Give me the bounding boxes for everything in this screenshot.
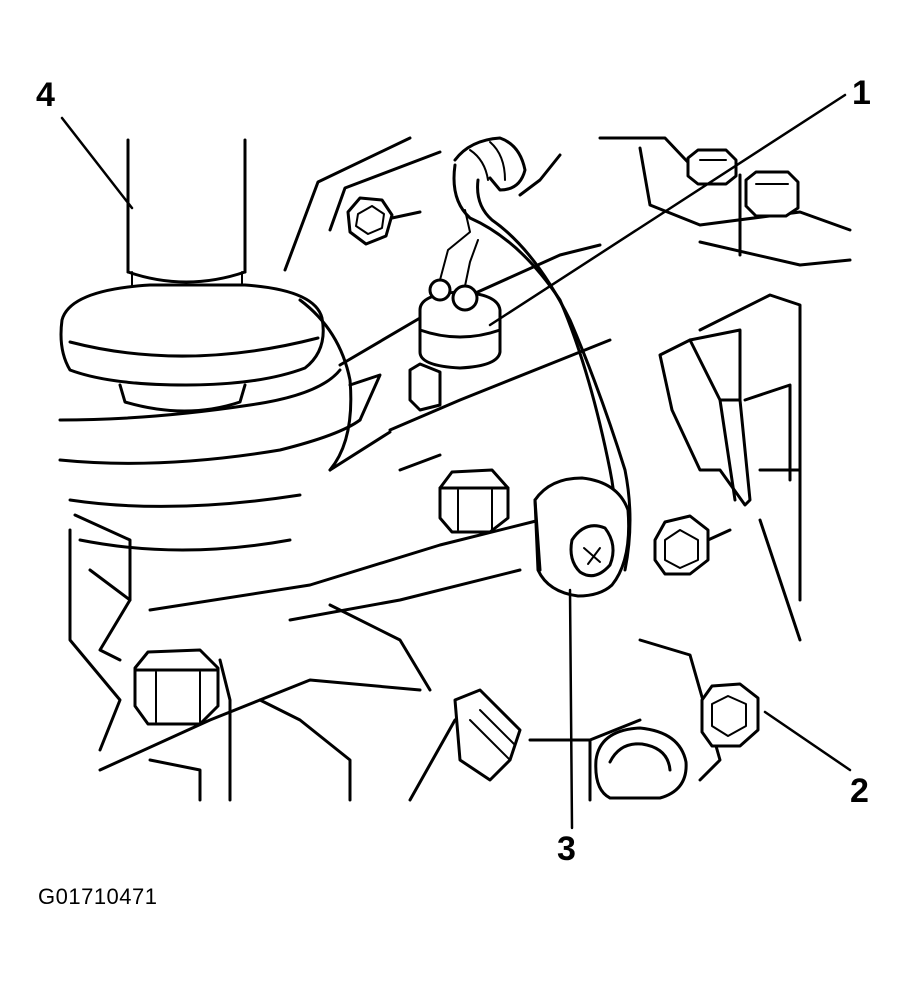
leader-3 [568,588,574,830]
bolt-upper-left [346,196,422,246]
callout-1: 1 [852,74,871,112]
bracket [658,328,792,507]
bolt-lower-left [133,648,220,726]
bolt-part-2 [700,682,760,748]
bolt-center [438,468,510,534]
callout-4: 4 [36,76,55,114]
leader-4 [60,116,134,210]
drain-plug [594,726,688,800]
figure-id: G01710471 [38,884,158,909]
sensor-part-1 [408,209,502,412]
control-lever [148,243,612,622]
shift-shaft [59,138,325,413]
leader-lines [60,93,852,830]
connector [408,688,522,802]
bell-housing [58,298,382,552]
pivot-part-3 [533,476,631,598]
bolt-right-middle [653,514,732,576]
wire-harness [452,136,632,572]
callout-2: 2 [850,772,869,810]
callout-3: 3 [557,830,576,868]
leader-2 [763,710,852,772]
transmission-housing [68,136,852,802]
leader-1 [488,93,847,327]
bolts-top-right [686,148,800,218]
